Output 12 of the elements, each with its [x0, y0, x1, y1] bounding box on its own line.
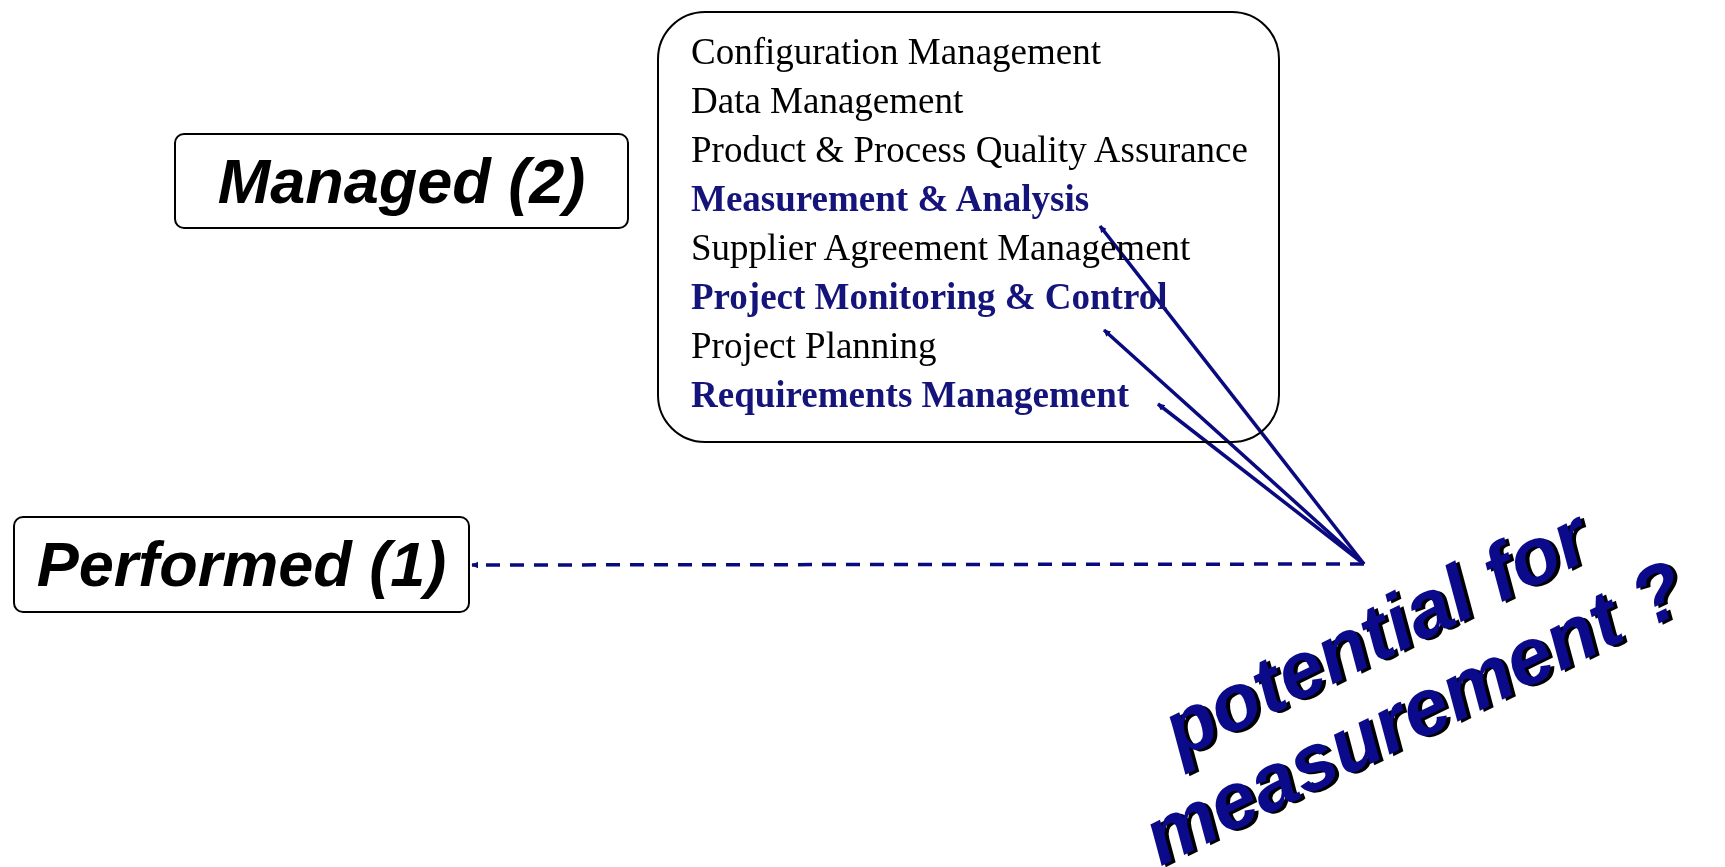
arrow	[471, 561, 1364, 569]
process-area-text: Data Management	[691, 80, 964, 122]
level-box: Managed (2)	[174, 133, 629, 229]
process-area-text: Project Planning	[691, 325, 937, 367]
arrow	[1098, 224, 1366, 566]
process-area-text: Requirements Management	[691, 374, 1130, 416]
level-box: Performed (1)	[13, 516, 470, 613]
process-area-box	[657, 11, 1280, 443]
process-area-text: Measurement & Analysis	[691, 178, 1090, 220]
process-area-text: Configuration Management	[691, 31, 1101, 73]
arrow	[1156, 402, 1366, 566]
process-area-text: Product & Process Quality Assurance	[691, 129, 1248, 171]
